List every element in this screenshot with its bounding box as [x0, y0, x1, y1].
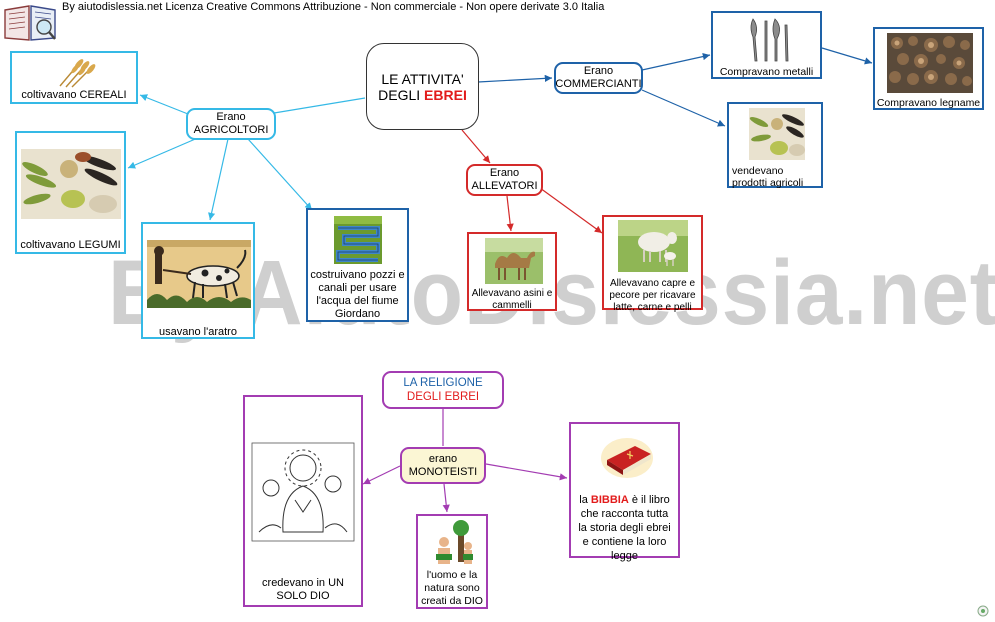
aiutodislessia-logo: [3, 2, 57, 42]
agricoltori-line1: Erano: [216, 111, 246, 123]
link-allevatori-capre: [539, 187, 603, 234]
religione-node[interactable]: LA RELIGIONE DEGLI EBREI: [382, 371, 504, 409]
cereali-card[interactable]: coltivavano CEREALI: [10, 51, 138, 104]
link-main-agricoltori: [267, 97, 366, 115]
commercianti-line1: Erano: [583, 65, 614, 77]
capre-card[interactable]: Allevavano capre e pecore per ricavare l…: [602, 215, 703, 313]
adam-eve-image: [436, 520, 473, 564]
bibbia-pre: la: [579, 494, 588, 506]
metalli-label: Compravano metalli: [719, 66, 814, 78]
bible-image: [601, 438, 653, 478]
uomo-label: l'uomo e la natura sono creati da DIO: [421, 569, 483, 607]
prodotti-label: vendevano prodotti agricoli: [732, 165, 804, 189]
legumes-image: [21, 149, 121, 219]
link-mono-bibbia: [485, 463, 568, 481]
link-metalli-legname: [821, 47, 873, 65]
allevatori-line2: ALLEVATORI: [471, 180, 538, 192]
link-commercianti-metalli: [641, 53, 711, 71]
license-header: By aiutodislessia.net Licenza Creative C…: [62, 1, 605, 13]
link-agricoltori-aratro: [208, 138, 229, 221]
agricultural-products-image: [749, 108, 805, 160]
main-topic-line2: DEGLI EBREI: [378, 86, 467, 103]
allevatori-node[interactable]: Erano ALLEVATORI: [466, 164, 543, 196]
main-topic-highlight: EBREI: [424, 86, 467, 103]
pozzi-label: costruivano pozzi e canali per usare l'a…: [310, 269, 405, 320]
wheat-image: [59, 59, 96, 88]
commercianti-line2: COMMERCIANTI: [555, 78, 642, 90]
pozzi-card[interactable]: costruivano pozzi e canali per usare l'a…: [306, 208, 409, 322]
asini-label: Allevavano asini e cammelli: [471, 288, 553, 311]
agricoltori-node[interactable]: Erano AGRICOLTORI: [186, 108, 276, 140]
bibbia-card[interactable]: la BIBBIA è il libro che racconta tutta …: [569, 422, 680, 562]
aratro-label: usavano l'aratro: [159, 326, 237, 338]
dio-label: credevano in UN SOLO DIO: [262, 577, 344, 602]
link-mono-dio: [362, 465, 401, 485]
cc-badge-icon: [977, 604, 989, 617]
prodotti-card[interactable]: vendevano prodotti agricoli: [727, 102, 823, 189]
link-main-allevatori: [461, 129, 491, 164]
bibbia-rest: è il libro che racconta tutta la storia …: [578, 494, 671, 562]
link-commercianti-prodotti: [641, 89, 726, 127]
monoteisti-line2: MONOTEISTI: [408, 465, 478, 478]
capre-label: Allevavano capre e pecore per ricavare l…: [609, 278, 696, 313]
timber-image: [887, 33, 973, 93]
legname-label: Compravano legname: [876, 97, 981, 109]
link-agricoltori-cereali: [139, 94, 189, 115]
plough-image: [147, 240, 251, 308]
uomo-card[interactable]: l'uomo e la natura sono creati da DIO: [416, 514, 488, 609]
monoteisti-line1: erano: [428, 452, 458, 465]
commercianti-node[interactable]: Erano COMMERCIANTI: [554, 62, 643, 94]
asini-card[interactable]: Allevavano asini e cammelli: [467, 232, 557, 311]
camel-image: [485, 238, 543, 284]
allevatori-line1: Erano: [489, 167, 520, 179]
link-main-commercianti: [477, 74, 553, 83]
metalli-card[interactable]: Compravano metalli: [711, 11, 822, 79]
bibbia-label: la BIBBIA è il libro che racconta tutta …: [575, 493, 674, 563]
monoteisti-node[interactable]: erano MONOTEISTI: [400, 447, 486, 484]
aratro-card[interactable]: usavano l'aratro: [141, 222, 255, 339]
religione-title2: DEGLI EBREI: [406, 391, 480, 403]
link-agricoltori-pozzi: [247, 138, 313, 211]
main-topic-node[interactable]: LE ATTIVITA' DEGLI EBREI: [366, 43, 479, 130]
legumi-card[interactable]: coltivavano LEGUMI: [15, 131, 126, 254]
link-allevatori-asini: [506, 195, 514, 232]
god-drawing-image: [251, 442, 355, 542]
sheep-image: [618, 220, 688, 272]
legumi-label: coltivavano LEGUMI: [20, 239, 121, 251]
main-topic-line1: LE ATTIVITA': [381, 70, 464, 87]
cereali-label: coltivavano CEREALI: [21, 89, 127, 101]
agricoltori-line2: AGRICOLTORI: [193, 124, 269, 136]
bibbia-highlight: BIBBIA: [590, 494, 629, 506]
dio-card[interactable]: credevano in UN SOLO DIO: [243, 395, 363, 607]
irrigation-canal-image: [334, 216, 382, 264]
legname-card[interactable]: Compravano legname: [873, 27, 984, 110]
religione-title1: LA RELIGIONE: [403, 377, 483, 389]
link-agricoltori-legumi: [127, 136, 201, 169]
metal-tools-image: [750, 18, 789, 62]
link-mono-uomo: [442, 483, 450, 513]
